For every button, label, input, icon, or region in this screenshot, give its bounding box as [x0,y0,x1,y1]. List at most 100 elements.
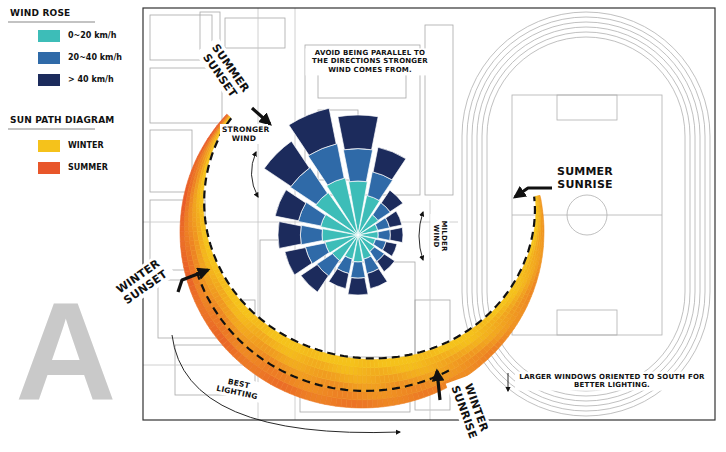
sun-path-band [536,196,538,201]
sun-path-band [196,213,200,218]
wind-rose-petal [390,227,403,242]
sun-path-band [367,400,373,408]
wind-rose-petal [343,149,372,182]
sun-path-band [180,226,184,231]
sun-path-band [185,236,190,241]
legend-text: SUMMER [66,163,110,173]
football-field [512,95,662,335]
sun-label: SUMMER SUNRISE [553,164,617,192]
sun-path-band [200,213,204,218]
site-base [143,8,458,420]
wind-rose-petal [373,147,406,180]
sun-path-band [537,201,538,206]
goal-box [557,95,617,120]
sun-path-band [193,203,197,208]
milder-wind-arrow [419,212,423,260]
legend-swatch [38,162,60,174]
sun-path-band [539,206,541,211]
legend-text: 20~40 km/h [66,53,124,63]
sun-path-band [188,222,192,227]
field-line [512,215,662,216]
sun-label: WINTER SUNSET [108,252,177,312]
goal-box [557,310,617,335]
field-circle [567,195,607,235]
track-lane [472,22,700,406]
sun-path-band [185,211,189,216]
sun-path-band [200,208,204,213]
design-note: LARGER WINDOWS ORIENTED TO SOUTH FOR BET… [515,372,709,391]
wind-rose-petal [351,262,366,279]
sun-path-band [353,367,358,376]
running-track [462,12,710,416]
sun-path-band [184,231,189,236]
wind-rose-petal [348,278,368,295]
sun-path-band [184,221,188,226]
sun-path-band [189,212,193,217]
sun-path-band [362,359,366,367]
sun-path-band [362,367,366,375]
sun-path-band [180,241,185,246]
building-outline [300,372,410,412]
legend-swatch [38,52,60,64]
sun-path-band [200,218,205,223]
wind-rose-petal [381,190,403,212]
track-lane [487,37,685,391]
sun-path-band [537,196,539,201]
sun-path-band [539,201,541,206]
lighting-note: BEST LIGHTING [210,373,265,403]
legend-text: 0~20 km/h [66,31,118,41]
summer-sunset-arrow [252,108,270,124]
plate-letter: A [15,282,116,422]
sun-path-band [538,206,539,211]
sun-path-band [536,206,537,211]
sun-path-band [193,207,197,212]
wind-rose-petal [300,225,322,244]
sun-path-band [196,208,200,213]
sun-path-band [196,203,200,208]
sun-path-band [539,195,541,200]
sun-path-band [189,227,194,232]
sun-path-band [352,400,358,408]
sun-path-band [357,392,362,400]
sun-path-band [362,392,367,400]
sun-path-band [537,206,538,211]
winter-sunset-arrow [178,270,208,292]
sun-path-band [180,231,185,236]
legend-swatch [38,140,60,152]
wind-rose-petal [386,211,402,227]
wind-rose [264,108,406,295]
sun-path-band [189,202,193,208]
sun-path-band [341,399,347,408]
track-lane [467,17,705,411]
sun-path-band [531,241,534,246]
track-lane [482,32,690,396]
summer-sunrise-arrow [515,188,552,197]
sun-path-band [348,383,353,392]
legend-title: SUN PATH DIAGRAM [8,114,117,127]
legend-swatch [38,74,60,86]
sun-path-band [540,200,542,205]
legend-title: WIND ROSE [8,7,72,20]
sun-path-band [362,375,367,383]
map-frame [143,8,715,420]
track-lane [462,12,710,416]
wind-rose-petal [377,254,395,272]
winter-sunrise-arrow [437,371,440,400]
wind-rose-petal [378,230,390,241]
best-lighting-arrow [172,335,400,433]
sun-path-band [201,227,206,232]
building-outline [225,18,285,48]
sun-path-band [362,400,367,408]
sun-path-band [189,207,193,212]
legend-rule [8,129,95,130]
building-outline [158,280,220,338]
sun-path-band [357,400,362,408]
sun-label: SUMMER SUNSET [194,37,255,107]
building-outline [415,300,450,410]
stronger-wind-arrow [251,152,258,197]
wind-rose-petal [285,248,312,275]
wind-rose-petal [301,265,329,293]
wind-rose-petal [327,178,358,235]
sun-path-band [352,391,357,399]
sun-path-band [527,255,531,260]
